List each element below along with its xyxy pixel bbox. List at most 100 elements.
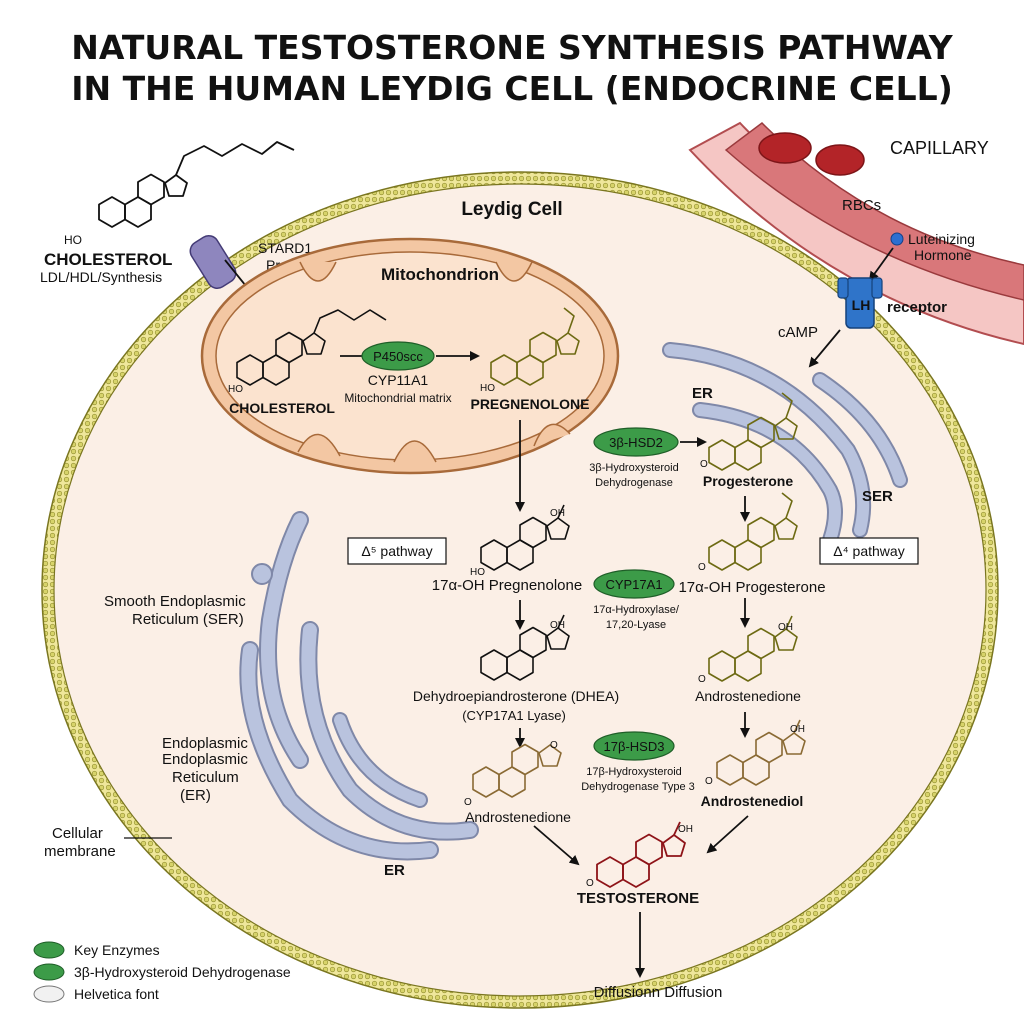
camp-label: cAMP (778, 324, 818, 341)
o-label: O (700, 459, 708, 470)
diffusion-label: Diffusionn Diffusion (594, 984, 723, 1001)
hsd3b2-label: 3β-HSD2 (609, 435, 663, 450)
cholesterol-inner-structure (236, 309, 387, 386)
hsd17b3-enzyme[interactable] (593, 731, 675, 761)
cyp17a1-enzyme[interactable] (593, 569, 675, 599)
o-label: O (705, 776, 713, 787)
luteinizing-hormone-label: Hormone (914, 247, 972, 263)
hsd3b-label: Dehydrogenase (595, 477, 673, 489)
ho-label: HO (64, 233, 82, 247)
title-line-1: NATURAL TESTOSTERONE SYNTHESIS PATHWAY (71, 28, 954, 67)
pregnenolone-structure (490, 307, 580, 386)
legend-swatch (33, 941, 65, 959)
cyp11a1-label: CYP11A1 (368, 372, 429, 388)
er-left-label: Reticulum (172, 769, 239, 786)
dhea-lyase-label: (CYP17A1 Lyase) (462, 708, 566, 723)
cyp17a1-label: CYP17A1 (605, 577, 662, 592)
oh-label: OH (678, 824, 693, 835)
rbc (758, 132, 812, 164)
oh-pregnenolone-structure (480, 504, 570, 571)
rbcs-label: RBCs (842, 197, 881, 214)
legend-swatch (33, 985, 65, 1003)
capillary-label: CAPILLARY (890, 138, 989, 158)
delta4-pathway-label: Δ⁴ pathway (833, 543, 904, 559)
legend-item: 3β-Hydroxysteroid Dehydrogenase (74, 964, 291, 980)
oh-label: OH (778, 622, 793, 633)
lh-badge: LH (852, 297, 871, 313)
delta5-pathway-label: Δ⁵ pathway (361, 543, 432, 559)
androstenedione-right-label: Androstenedione (695, 688, 801, 704)
ser-left-label: Smooth Endoplasmic (104, 593, 246, 610)
luteinizing-hormone-label: Luteinizing (908, 231, 975, 247)
androstenediol-structure (716, 719, 806, 786)
er-left-label: (ER) (180, 787, 211, 804)
dhea-structure (480, 614, 570, 681)
androstenedione-right-structure (708, 615, 798, 682)
to-testosterone-arrow (533, 825, 580, 866)
ho-label: HO (480, 383, 495, 394)
hsd3b2-enzyme[interactable] (593, 427, 679, 457)
mitochondrial-matrix-label: Mitochondrial matrix (344, 391, 451, 405)
pregnenolone-label: PREGNENOLONE (470, 396, 589, 412)
testosterone-label: TESTOSTERONE (577, 890, 699, 907)
delta4-pathway-box (819, 537, 919, 565)
title-line-2: IN THE HUMAN LEYDIG CELL (ENDOCRINE CELL… (71, 69, 953, 108)
hsd17b3-label: 17β-HSD3 (604, 739, 665, 754)
leydig-cell-label: Leydig Cell (461, 199, 562, 220)
o-label: O (586, 878, 594, 889)
delta5-pathway-box (347, 537, 447, 565)
p450scc-enzyme[interactable] (361, 341, 435, 371)
mitochondrion-label: Mitochondrion (381, 265, 499, 284)
androstenedione-left-label: Androstenedione (465, 809, 571, 825)
progesterone-label: Progesterone (703, 473, 793, 489)
capillary (688, 121, 1024, 346)
membrane-label: Cellular (52, 825, 103, 842)
stard1-transporter (189, 235, 237, 289)
ser-left (239, 511, 479, 861)
cholesterol-outer-label: CHOLESTEROL (44, 250, 172, 269)
er-top-label: ER (692, 385, 713, 402)
oh-progesterone-structure (708, 492, 798, 571)
legend-item: Key Enzymes (74, 942, 160, 958)
er-left-label: Endoplasmic (162, 751, 248, 768)
dhea-label: Dehydroepiandrosterone (DHEA) (413, 688, 619, 704)
o-label: O (698, 674, 706, 685)
lh-binding-arrow (868, 247, 894, 282)
hsd3b-label: 3β-Hydroxysteroid (589, 462, 678, 474)
o-label: O (698, 562, 706, 573)
er-bottom-label: ER (384, 862, 405, 879)
legend-item: Helvetica font (74, 986, 159, 1002)
ser-right-label: SER (862, 488, 893, 505)
cyp17a1-function: 17,20-Lyase (606, 619, 666, 631)
oh-pregnenolone-label: 17α-OH Pregnenolone (432, 577, 582, 594)
ser-left-label: Reticulum (SER) (132, 611, 244, 628)
stard1-label: STARD1 (258, 240, 312, 256)
er-upper-right (662, 342, 908, 548)
o-label: O (464, 797, 472, 808)
lh-receptor (837, 277, 883, 329)
luteinizing-hormone-dot (890, 232, 904, 246)
legend-swatch (33, 963, 65, 981)
ho-label: HO (470, 567, 485, 578)
oh-label: OH (790, 724, 805, 735)
oh-progesterone-label: 17α-OH Progesterone (678, 579, 825, 596)
oh-label: OH (550, 620, 565, 631)
cholesterol-outer-structure (98, 141, 295, 228)
hsd17b-label: Dehydrogenase Type 3 (581, 781, 695, 793)
cyp17a1-function: 17α-Hydroxylase/ (593, 604, 680, 616)
legend: Key Enzymes 3β-Hydroxysteroid Dehydrogen… (33, 941, 291, 1003)
androstenediol-label: Androstenediol (701, 793, 804, 809)
testosterone-structure (596, 821, 686, 888)
camp-arrow (808, 329, 841, 368)
cholesterol-sources-label: LDL/HDL/Synthesis (40, 269, 162, 285)
ho-label: HO (228, 384, 243, 395)
cholesterol-inner-label: CHOLESTEROL (229, 400, 335, 416)
hsd17b-label: 17β-Hydroxysteroid (586, 766, 682, 778)
rbc (815, 144, 865, 176)
p450scc-label: P450scc (373, 349, 423, 364)
er-left-label: Endoplasmic (162, 735, 248, 752)
progesterone-structure (708, 392, 798, 471)
o-label: O (550, 740, 558, 751)
membrane-label: membrane (44, 843, 116, 860)
